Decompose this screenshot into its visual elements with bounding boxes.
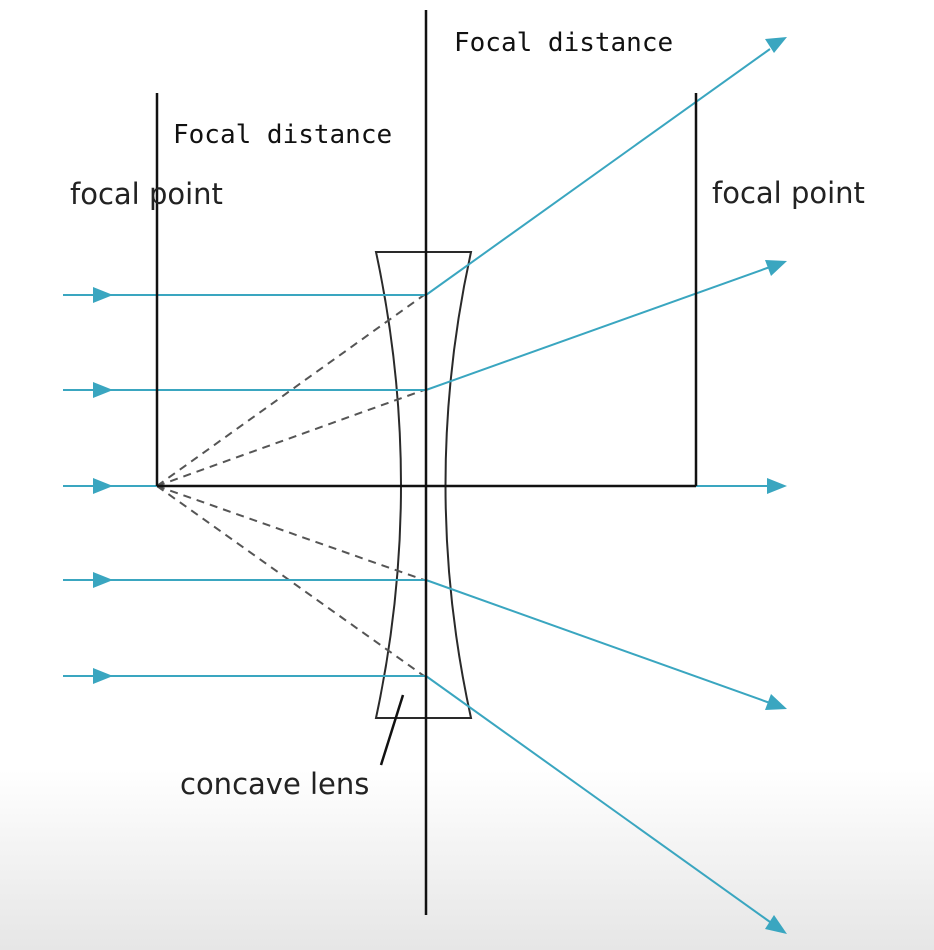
refracted-arrow-4 <box>765 694 787 710</box>
virtual-ray-4 <box>156 485 425 581</box>
refracted-ray-4 <box>425 579 771 704</box>
incident-arrow-4 <box>93 572 113 588</box>
virtual-ray-2 <box>156 389 425 487</box>
refracted-arrow-5 <box>765 915 787 934</box>
virtual-ray-5 <box>156 485 425 677</box>
refracted-arrow-2 <box>765 260 787 276</box>
focal-point-label-right: focal point <box>712 176 865 210</box>
refracted-arrow-3 <box>767 478 787 494</box>
refracted-ray-1 <box>425 48 771 296</box>
refracted-ray-5 <box>425 675 771 923</box>
virtual-ray-1 <box>156 294 425 487</box>
concave-lens-label: concave lens <box>180 767 369 801</box>
incident-arrow-5 <box>93 668 113 684</box>
refracted-ray-2 <box>425 266 771 391</box>
focal-point-label-left: focal point <box>70 177 223 211</box>
focal-distance-label-right: Focal distance <box>454 28 673 58</box>
incident-arrow-1 <box>93 287 113 303</box>
incident-arrow-2 <box>93 382 113 398</box>
lens-label-pointer <box>379 694 405 766</box>
incident-arrow-3 <box>93 478 113 494</box>
focal-distance-label-left: Focal distance <box>173 120 392 150</box>
refracted-arrow-1 <box>765 37 787 53</box>
